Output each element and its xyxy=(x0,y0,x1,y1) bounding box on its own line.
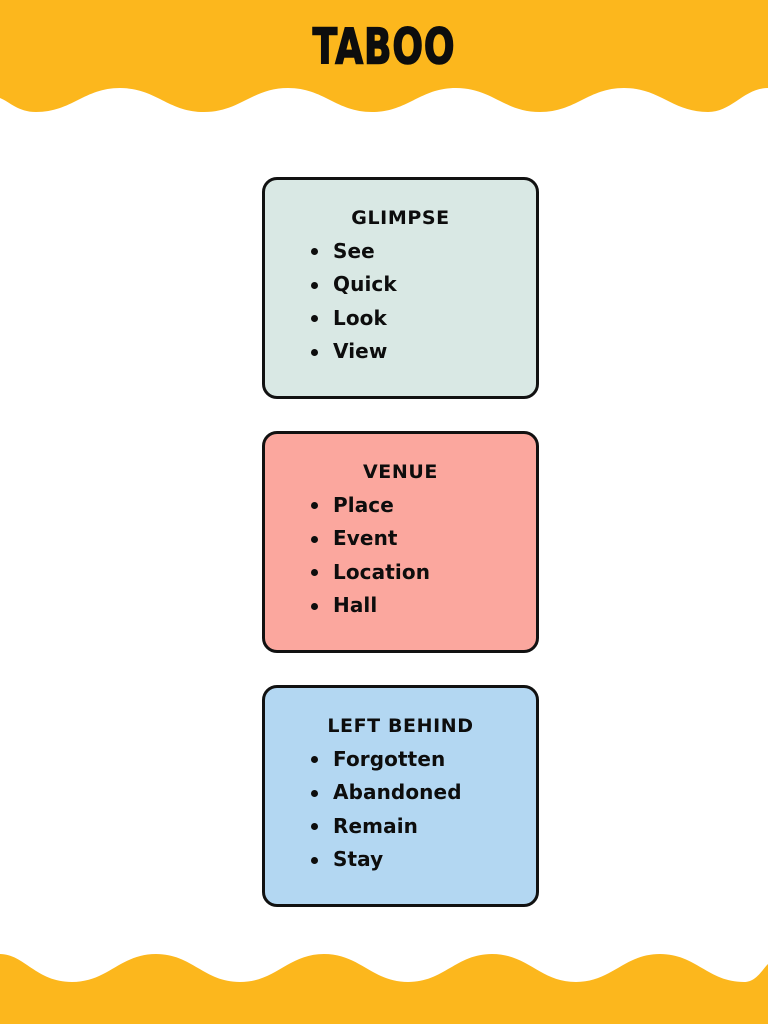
list-item: Location xyxy=(311,556,536,590)
bullet-icon xyxy=(311,315,318,323)
bullet-icon xyxy=(311,856,318,864)
bullet-icon xyxy=(311,823,318,831)
bottom-wave-decoration xyxy=(0,954,768,1024)
list-item: Stay xyxy=(311,843,536,877)
list-item-label: See xyxy=(333,238,375,263)
card-title: VENUE xyxy=(363,461,438,483)
bullet-icon xyxy=(311,248,318,256)
card-title: LEFT BEHIND xyxy=(327,715,474,737)
bullet-icon xyxy=(311,602,318,610)
list-item: Quick xyxy=(311,268,536,302)
top-banner: TABOO xyxy=(0,0,768,120)
taboo-card-left-behind: LEFT BEHIND Forgotten Abandoned Remain S… xyxy=(262,685,539,907)
list-item-label: View xyxy=(333,339,388,364)
list-item: See xyxy=(311,235,536,269)
taboo-card-list: GLIMPSE See Quick Look View VENUE Place … xyxy=(262,177,539,907)
bullet-icon xyxy=(311,789,318,797)
taboo-card-venue: VENUE Place Event Location Hall xyxy=(262,431,539,653)
list-item-label: Place xyxy=(333,492,394,517)
bullet-icon xyxy=(311,502,318,510)
card-word-list: Place Event Location Hall xyxy=(265,489,536,623)
list-item: Event xyxy=(311,522,536,556)
list-item: View xyxy=(311,335,536,369)
list-item: Forgotten xyxy=(311,743,536,777)
top-wave-decoration xyxy=(0,0,768,112)
list-item-label: Remain xyxy=(333,813,418,838)
list-item: Remain xyxy=(311,810,536,844)
card-word-list: Forgotten Abandoned Remain Stay xyxy=(265,743,536,877)
list-item-label: Forgotten xyxy=(333,746,446,771)
list-item-label: Location xyxy=(333,559,431,584)
bullet-icon xyxy=(311,756,318,764)
card-word-list: See Quick Look View xyxy=(265,235,536,369)
taboo-card-glimpse: GLIMPSE See Quick Look View xyxy=(262,177,539,399)
list-item-label: Stay xyxy=(333,847,384,872)
list-item-label: Quick xyxy=(333,272,397,297)
list-item: Look xyxy=(311,302,536,336)
card-title: GLIMPSE xyxy=(351,207,450,229)
list-item: Place xyxy=(311,489,536,523)
bullet-icon xyxy=(311,535,318,543)
bullet-icon xyxy=(311,281,318,289)
page-title: TABOO xyxy=(312,18,456,77)
bullet-icon xyxy=(311,569,318,577)
list-item-label: Event xyxy=(333,526,398,551)
bottom-banner xyxy=(0,924,768,1024)
list-item-label: Hall xyxy=(333,593,378,618)
list-item-label: Abandoned xyxy=(333,780,462,805)
list-item: Abandoned xyxy=(311,776,536,810)
bullet-icon xyxy=(311,348,318,356)
list-item: Hall xyxy=(311,589,536,623)
list-item-label: Look xyxy=(333,305,387,330)
